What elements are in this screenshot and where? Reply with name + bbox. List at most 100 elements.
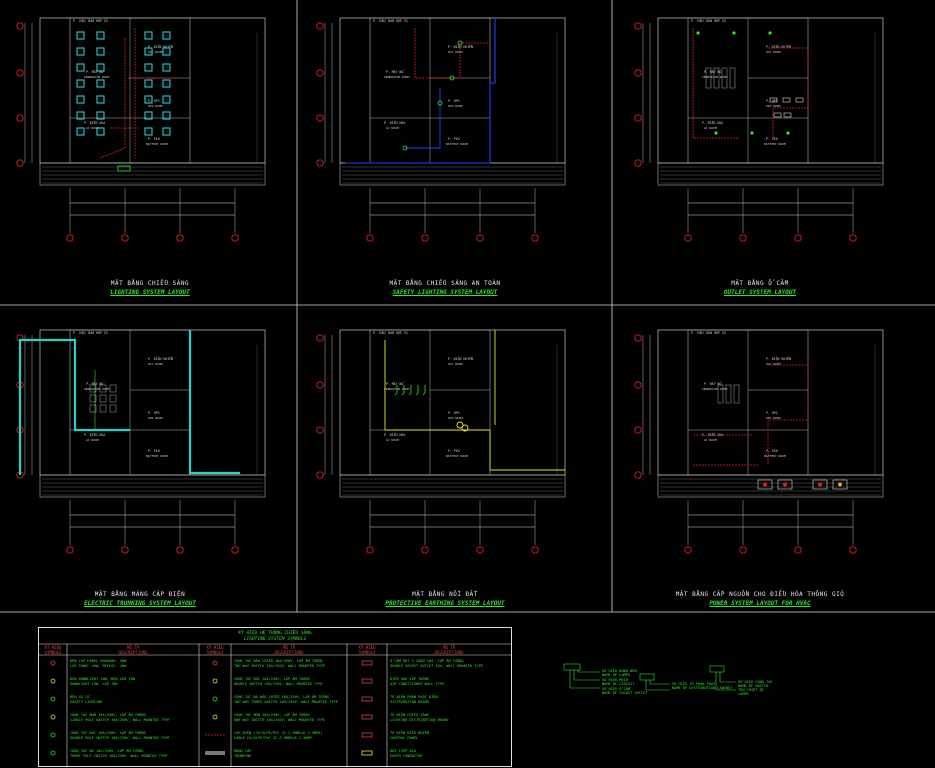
room-label-pin: P. PIN (448, 449, 460, 453)
legend-grid (39, 643, 511, 766)
led-panel-icon (144, 95, 153, 104)
grid-bubble (316, 381, 324, 389)
legend-item: CÔNG TẮC BA ĐẢO CHIỀU 16A/250V, LẮP ÂM T… (234, 695, 338, 704)
grid-bubble (16, 114, 24, 122)
caption-vi-3: MẶT BẰNG Ổ CẮM (731, 280, 789, 287)
fixture-symbol (212, 714, 218, 720)
room-label-hcc: HCC ROOM (448, 362, 463, 366)
air-conditioner-icon (812, 479, 828, 490)
cable-trunking (18, 338, 130, 475)
cabinet-icon (721, 67, 728, 89)
cabinet-icon (99, 384, 107, 393)
outlet-label-icon (768, 31, 772, 35)
cabinet-icon (109, 404, 117, 413)
equipment-symbol (361, 732, 373, 738)
caption-en-5: PROTECTIVE EARTHING SYSTEM LAYOUT (385, 600, 505, 607)
led-panel-icon (162, 127, 171, 136)
equipment-symbol (361, 678, 373, 684)
base-slab (657, 474, 884, 498)
room-label-electric: P. ĐIỆN KHIỂN (766, 356, 791, 361)
base-slab (339, 474, 566, 498)
grid-bubble (16, 22, 24, 30)
fixture-symbol (50, 732, 56, 738)
grid-bubble (16, 159, 24, 167)
grid-bubble (316, 471, 324, 479)
cabinet-icon (89, 384, 97, 393)
outlet-label-icon (786, 131, 790, 135)
room-label-hcc: HCC ROOM (766, 362, 781, 366)
grid-bubble (634, 381, 642, 389)
base-slab (39, 162, 266, 186)
equipment-symbol (361, 660, 373, 666)
grid-bubble (66, 546, 74, 554)
grid-bubble (531, 234, 539, 242)
room-label-hcc: HCC ROOM (766, 50, 781, 54)
led-panel-icon (144, 47, 153, 56)
led-panel-icon (162, 111, 171, 120)
room-label-pin: P. PIN (148, 449, 160, 453)
cabinet-icon (717, 384, 724, 404)
base-slab (657, 162, 884, 186)
room-label-generator-en: GENERATOR ROOM (702, 75, 727, 79)
ac-status-icon (818, 482, 822, 487)
room-label-generator: P. MÁY NỔ (386, 69, 405, 74)
led-panel-icon (76, 31, 85, 40)
grid-bubble (634, 159, 642, 167)
earth-rod-icon (394, 385, 398, 396)
fixture-symbol (50, 714, 56, 720)
grid-bubble (231, 234, 239, 242)
grid-bubble (849, 546, 857, 554)
air-conditioner-icon (757, 479, 773, 490)
distribution-board-icon (117, 165, 131, 172)
grid-bubble (634, 69, 642, 77)
room-label-hcc: HCC ROOM (148, 362, 163, 366)
grid-bubble (316, 159, 324, 167)
led-panel-icon (96, 31, 105, 40)
room-label-ups-en: UPS ROOM (766, 104, 781, 108)
cabinet-icon (733, 384, 740, 404)
cabinet-icon (89, 394, 97, 403)
grid-bubble (121, 546, 129, 554)
led-panel-icon (96, 111, 105, 120)
earth-rod-icon (408, 385, 412, 396)
room-label-pin: P. PIN (766, 449, 778, 453)
caption-vi-4: MẶT BẰNG MÁNG CÁP ĐIỆN (94, 591, 186, 598)
base-slab (39, 474, 266, 498)
grid-bubble (634, 114, 642, 122)
room-label-battery: BATTERY ROOM (146, 142, 168, 146)
room-label-battery: BATTERY ROOM (446, 454, 468, 458)
safety-lighting-circuit (345, 18, 496, 164)
room-label-ups: P. UPS (448, 99, 460, 103)
led-panel-icon (96, 79, 105, 88)
room-label-generator-en: GENERATOR ROOM (702, 387, 727, 391)
room-label-ups-en: UPS ROOM (148, 416, 163, 420)
hvac-circuit (693, 434, 758, 466)
earth-rod-icon (401, 385, 405, 396)
base-slab (339, 162, 566, 186)
room-label-ac-en: AC ROOM (86, 126, 99, 130)
room-label-ac-en: AC ROOM (704, 438, 717, 442)
room-label-battery: BATTERY ROOM (446, 142, 468, 146)
socket-outlet-icon (769, 97, 778, 103)
grid-bubble (849, 234, 857, 242)
outlet-label-icon (714, 131, 718, 135)
room-label-battery: BATTERY ROOM (764, 454, 786, 458)
caption-en-6: POWER SYSTEM LAYOUT FOR HVAC (709, 600, 811, 607)
room-label-ac: P. ĐIỀU HÒA (384, 120, 405, 125)
room-label-ac-en: AC ROOM (386, 126, 399, 130)
room-label-hcc: HCC ROOM (148, 50, 163, 54)
grid-bubble (794, 234, 802, 242)
room-label-electric: P. ĐIỆN KHIỂN (148, 356, 173, 361)
